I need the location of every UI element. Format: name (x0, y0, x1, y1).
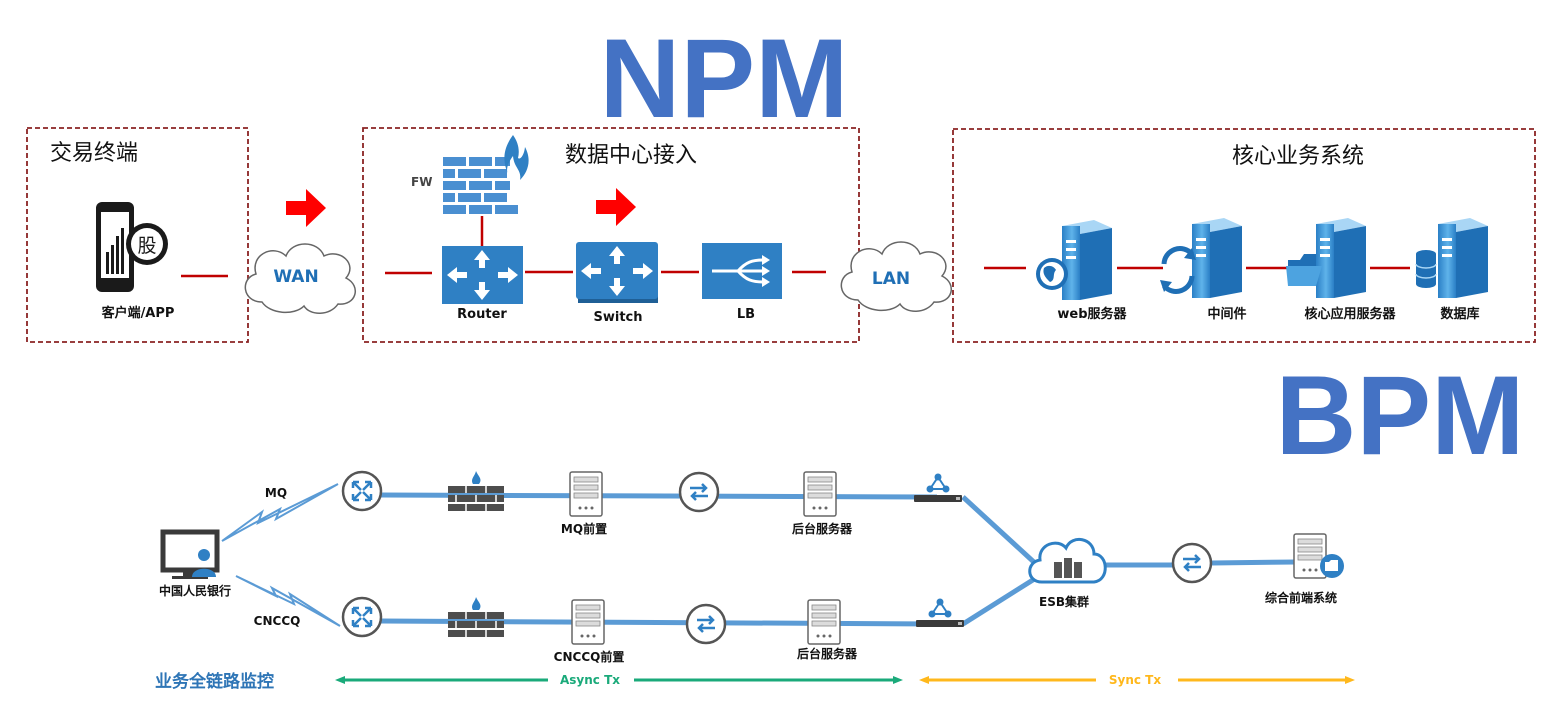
async-label: Async Tx (560, 673, 620, 687)
mobile-phone-icon (96, 202, 168, 292)
mq-label: MQ (265, 486, 287, 500)
datacenter-group-box (362, 127, 860, 343)
server-label: 中间件 (1207, 306, 1246, 322)
app-server-icon (1286, 218, 1366, 298)
datacenter-group-title: 数据中心接入 (565, 143, 697, 168)
esb-label: ESB集群 (1039, 594, 1089, 609)
switch-label: Switch (593, 310, 642, 325)
terminal-group-title: 交易终端 (50, 141, 138, 166)
flow-arrow-right-icon (596, 188, 636, 226)
firewall-icon (443, 135, 529, 214)
mq-front-label: MQ前置 (561, 521, 607, 536)
load-balancer-icon (915, 597, 965, 628)
core-group-box (952, 128, 1536, 343)
mq-link-bolt (221, 483, 339, 542)
sync-label: Sync Tx (1109, 673, 1161, 687)
cnccq-label: CNCCQ (254, 614, 301, 628)
server-label: 数据库 (1440, 306, 1479, 322)
wan-label: WAN (273, 267, 318, 287)
flow-arrow-right-icon (286, 189, 326, 227)
database-server-icon (1415, 218, 1488, 298)
client-app-label: 客户端/APP (102, 305, 175, 321)
switch-icon (678, 471, 720, 513)
load-balancer-icon (702, 243, 782, 299)
server-icon (807, 599, 841, 645)
workstation-icon (160, 529, 220, 579)
server-icon (803, 471, 837, 517)
firewall-icon (447, 470, 505, 512)
switch-icon (685, 603, 727, 645)
server-label: web服务器 (1057, 306, 1127, 322)
bpm-title: BPM (1276, 353, 1525, 478)
server-label: 核心应用服务器 (1304, 306, 1396, 322)
load-balancer-icon (913, 472, 963, 503)
cnccq-front-label: CNCCQ前置 (554, 649, 625, 664)
router-icon (442, 246, 523, 304)
npm-title: NPM (600, 16, 849, 141)
core-group-title: 核心业务系统 (1232, 144, 1364, 169)
stock-glyph: 股 (137, 235, 156, 257)
firewall-icon (447, 596, 505, 638)
frontend-server-icon (1293, 533, 1344, 579)
router-icon (341, 470, 383, 512)
frontend-label: 综合前端系统 (1265, 590, 1337, 605)
monitor-label: 业务全链路监控 (155, 671, 274, 692)
router-icon (341, 596, 383, 638)
fw-label: FW (411, 175, 432, 189)
lb-label: LB (737, 307, 755, 322)
esb-cloud-icon (1028, 538, 1107, 584)
middleware-server-icon (1160, 218, 1242, 298)
terminal-group-box (26, 127, 249, 343)
cnccq-link-bolt (235, 575, 341, 627)
switch-icon (1171, 542, 1213, 584)
router-label: Router (457, 307, 507, 322)
lan-label: LAN (872, 269, 910, 289)
server-icon (571, 599, 605, 645)
npm-link-lines (181, 216, 1410, 278)
web-server-icon (1036, 220, 1112, 300)
pboc-label: 中国人民银行 (159, 583, 231, 598)
switch-icon (576, 242, 658, 303)
backend-server-label: 后台服务器 (792, 521, 853, 536)
server-icon (569, 471, 603, 517)
backend-server-label: 后台服务器 (797, 646, 858, 661)
